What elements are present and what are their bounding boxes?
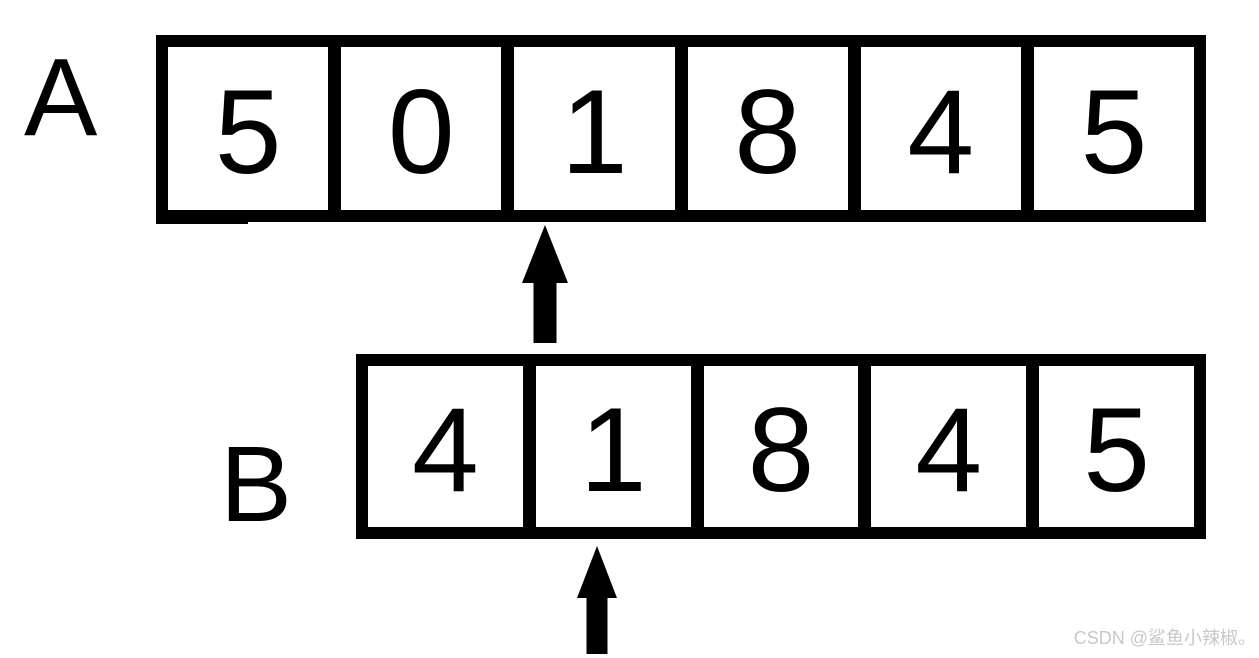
array-b-cell-3: 4 bbox=[871, 366, 1027, 527]
array-a-cell-0: 5 bbox=[168, 47, 329, 210]
array-a-cell-3: 8 bbox=[687, 47, 848, 210]
array-b-cell-1: 1 bbox=[535, 366, 691, 527]
array-b-cell-2: 8 bbox=[703, 366, 859, 527]
array-b-label: B bbox=[220, 423, 293, 544]
array-a-cell-1: 0 bbox=[341, 47, 502, 210]
array-a-cell-5: 5 bbox=[1033, 47, 1195, 210]
array-a: 5 0 1 8 4 5 bbox=[156, 35, 1206, 222]
watermark: CSDN @鲨鱼小辣椒。 bbox=[1073, 628, 1256, 648]
ink-smudge bbox=[156, 218, 248, 224]
array-b-pointer-up-arrow-icon bbox=[577, 546, 617, 654]
array-a-cell-4: 4 bbox=[860, 47, 1021, 210]
array-b-cell-0: 4 bbox=[368, 366, 523, 527]
array-a-label: A bbox=[24, 36, 98, 159]
array-b: 4 1 8 4 5 bbox=[356, 354, 1206, 539]
array-a-pointer-up-arrow-icon bbox=[522, 225, 568, 343]
array-a-cell-2: 1 bbox=[514, 47, 675, 210]
array-b-cell-4: 5 bbox=[1039, 366, 1194, 527]
